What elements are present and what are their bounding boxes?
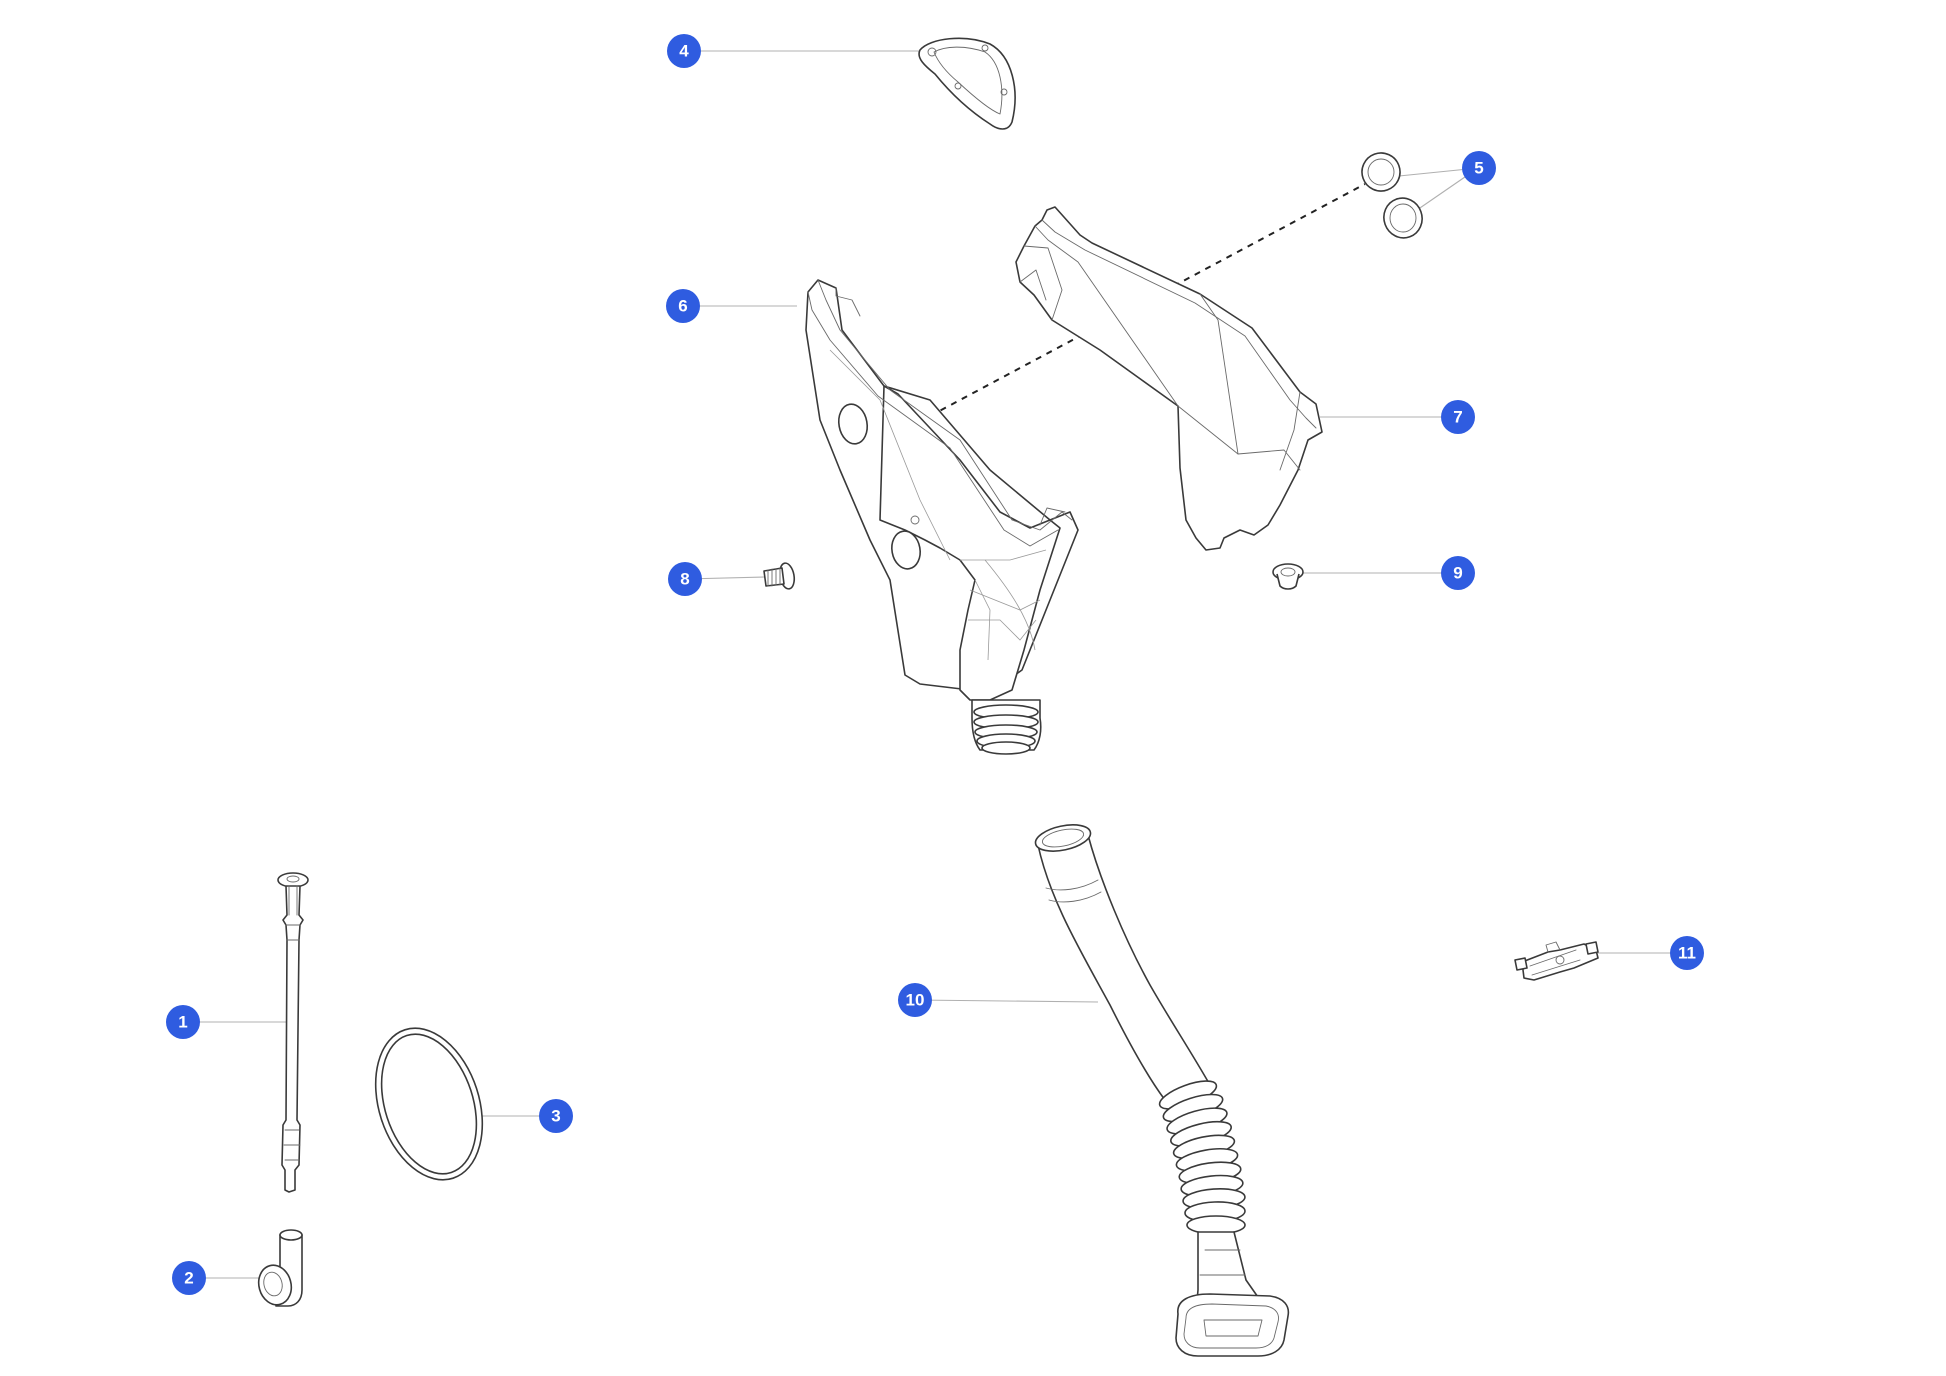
callout-6-circle	[666, 289, 700, 323]
callout-2[interactable]: 2	[172, 1261, 206, 1295]
callout-1[interactable]: 1	[166, 1005, 200, 1039]
filler-hose-part	[1034, 824, 1290, 1357]
callout-4[interactable]: 4	[667, 34, 701, 68]
callout-11-label: 11	[1678, 944, 1696, 963]
gasket-part	[918, 37, 1016, 130]
callout-7[interactable]: 7	[1441, 400, 1475, 434]
leader-10	[914, 999, 1099, 1003]
o-ring-seal-part	[374, 1027, 484, 1181]
callout-3-circle	[539, 1099, 573, 1133]
callout-3[interactable]: 3	[539, 1099, 573, 1133]
callout-7-label: 7	[1453, 408, 1462, 427]
callout-9-label: 9	[1453, 564, 1462, 583]
callout-6-label: 6	[678, 297, 687, 316]
cover-shield-part	[1015, 206, 1323, 551]
callout-1-circle	[166, 1005, 200, 1039]
callout-2-label: 2	[184, 1269, 193, 1288]
callout-7-circle	[1441, 400, 1475, 434]
callout-1-label: 1	[178, 1013, 187, 1032]
callout-3-label: 3	[551, 1107, 560, 1126]
callout-5[interactable]: 5	[1462, 151, 1496, 185]
callout-9[interactable]: 9	[1441, 556, 1475, 590]
callout-5-label: 5	[1474, 159, 1483, 178]
screw-part	[763, 562, 796, 590]
callout-10[interactable]: 10	[898, 983, 932, 1017]
callouts: 1 2 3 4 5 6 7 8	[166, 34, 1704, 1295]
callout-10-circle	[898, 983, 932, 1017]
callout-8-label: 8	[680, 570, 689, 589]
callout-11-circle	[1670, 936, 1704, 970]
callout-8[interactable]: 8	[668, 562, 702, 596]
callout-2-circle	[172, 1261, 206, 1295]
clip-part	[1514, 941, 1599, 981]
elbow-fitting-part	[257, 1229, 303, 1307]
funnel-bracket-part	[805, 279, 1079, 755]
callout-9-circle	[1441, 556, 1475, 590]
callout-4-label: 4	[679, 42, 689, 61]
callout-11[interactable]: 11	[1670, 936, 1704, 970]
callout-4-circle	[667, 34, 701, 68]
callout-5-circle	[1462, 151, 1496, 185]
dipstick-rod-part	[277, 872, 309, 1193]
washers-part	[1361, 152, 1423, 239]
assembly-dashed-line	[929, 183, 1366, 417]
hose-bellows	[1158, 1080, 1246, 1235]
callout-8-circle	[668, 562, 702, 596]
grommet-part	[1272, 563, 1304, 590]
callout-10-label: 10	[906, 991, 925, 1010]
callout-6[interactable]: 6	[666, 289, 700, 323]
